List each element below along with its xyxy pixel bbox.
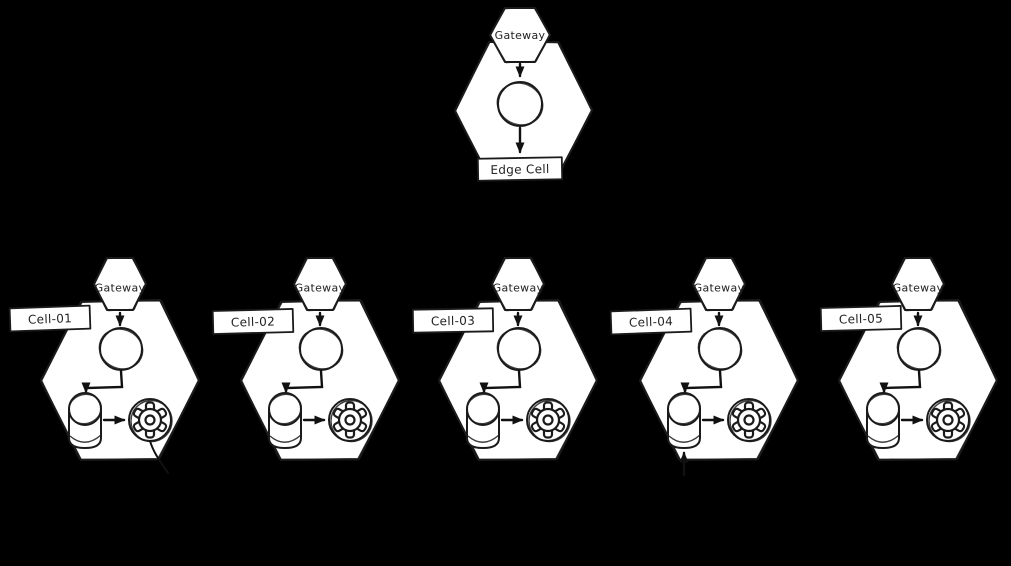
cell-gateway-label: Gateway [694, 282, 745, 295]
edge-gateway-hexagon-sketch-stroke [489, 6, 551, 64]
cell-gateway-label: Gateway [893, 282, 944, 295]
worker-outgoing-line [149, 440, 169, 474]
cell-gateway-label: Gateway [493, 282, 544, 295]
cell-group-03: Gateway Cell-03 [411, 257, 599, 462]
cell-group-01: Gateway Cell-01 [8, 257, 201, 474]
edge-cell-group: Gateway Edge Cell [454, 6, 593, 182]
cell-label-rect [211, 308, 295, 335]
cell-label: Cell-01 [28, 311, 73, 327]
cell-group-04: Gateway Cell-04 [609, 257, 800, 477]
edge-cell-label: Edge Cell [490, 162, 549, 177]
cell-gateway-label: Gateway [295, 282, 346, 295]
cell-label-box: Cell-04 [609, 307, 693, 336]
cell-label-rect [8, 304, 92, 333]
cell-label-box: Cell-05 [819, 305, 903, 332]
cell-label-box: Cell-01 [8, 304, 92, 333]
edge-cell-label-box: Edge Cell [476, 156, 564, 182]
edge-gateway-label: Gateway [495, 29, 546, 42]
cell-gateway-label: Gateway [95, 282, 146, 295]
cell-label-rect [609, 307, 693, 336]
cell-label: Cell-05 [839, 311, 883, 326]
cell-group-02: Gateway Cell-02 [211, 257, 401, 462]
cell-label-rect [819, 305, 903, 332]
cell-label: Cell-04 [629, 314, 674, 330]
edge-cell-label-rect [476, 156, 564, 182]
cell-label-rect [411, 307, 495, 334]
edge-service-circle-node-icon [497, 81, 543, 127]
cell-label: Cell-03 [431, 314, 475, 329]
cell-label: Cell-02 [231, 314, 275, 329]
cell-label-box: Cell-02 [211, 308, 295, 335]
cell-group-05: Gateway Cell-05 [819, 257, 999, 462]
cell-label-box: Cell-03 [411, 307, 495, 334]
edge-service-circle-sketch-stroke [496, 82, 544, 126]
